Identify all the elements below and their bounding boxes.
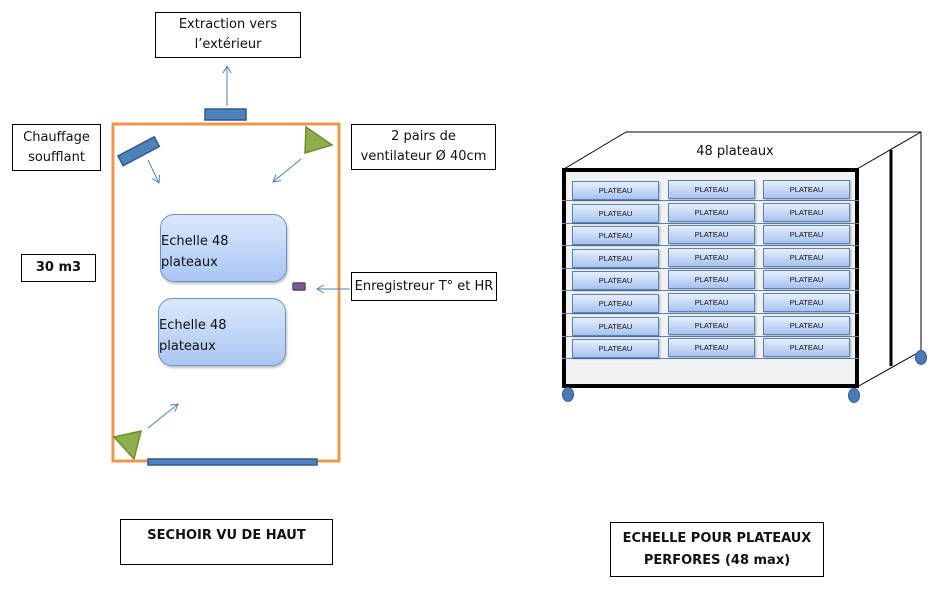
wheel-front-left <box>562 387 574 402</box>
shelf-line <box>562 336 859 337</box>
tray-plateau: PLATEAU <box>572 317 659 336</box>
rack-top-left-edge <box>563 131 627 170</box>
tray-plateau: PLATEAU <box>668 293 755 312</box>
rack-title-line1: ECHELLE POUR PLATEAUX <box>622 530 812 546</box>
fan-bottom-left-icon <box>112 430 143 461</box>
rack-1-line2: plateaux <box>161 254 218 270</box>
fans-label-line1: 2 pairs de <box>391 129 456 144</box>
extraction-label-line2: l’extérieur <box>194 37 262 52</box>
shelf-line <box>562 290 859 291</box>
dryer-title-text: SECHOIR VU DE HAUT <box>147 528 306 543</box>
rack-title-line2: PERFORES (48 max) <box>643 552 791 568</box>
tray-plateau: PLATEAU <box>668 180 755 199</box>
rack-1-line1: Echelle 48 <box>161 233 229 249</box>
tray-plateau: PLATEAU <box>763 270 850 289</box>
shelf-line <box>562 223 859 224</box>
extraction-label-line1: Extraction vers <box>178 17 278 32</box>
shelf-line <box>562 313 859 314</box>
tray-plateau: PLATEAU <box>763 203 850 222</box>
tray-plateau: PLATEAU <box>763 316 850 335</box>
bottom-vent <box>147 458 318 466</box>
rack-2-line1: Echelle 48 <box>159 317 227 333</box>
tray-plateau: PLATEAU <box>572 204 659 223</box>
tray-plateau: PLATEAU <box>763 248 850 267</box>
tray-plateau: PLATEAU <box>572 271 659 290</box>
extraction-label: Extraction vers l’extérieur <box>155 12 301 58</box>
tray-plateau: PLATEAU <box>668 248 755 267</box>
logger-device <box>292 282 306 291</box>
shelf-line <box>562 200 859 201</box>
logger-text: Enregistreur T° et HR <box>354 278 494 294</box>
volume-text: 30 m3 <box>35 260 82 275</box>
tray-plateau: PLATEAU <box>763 180 850 199</box>
tray-plateau: PLATEAU <box>763 225 850 244</box>
extraction-vent <box>204 108 247 121</box>
fan-top-right-icon <box>304 125 334 155</box>
heater-label-line2: soufflant <box>28 149 85 165</box>
rack-2-line2: plateaux <box>159 338 216 354</box>
heater-label-line1: Chauffage <box>23 129 90 145</box>
tray-plateau: PLATEAU <box>668 203 755 222</box>
tray-plateau: PLATEAU <box>763 338 850 357</box>
tray-plateau: PLATEAU <box>572 294 659 313</box>
rack-1: Echelle 48 plateaux <box>160 214 287 282</box>
wheel-front-right <box>848 388 860 403</box>
heater-label: Chauffage soufflant <box>12 124 101 171</box>
tray-plateau: PLATEAU <box>572 181 659 200</box>
fan-top-right-arrow <box>272 158 302 183</box>
tray-plateau: PLATEAU <box>668 270 755 289</box>
wheel-back-right <box>915 350 927 365</box>
fans-label: 2 pairs de ventilateur Ø 40cm <box>351 124 496 170</box>
tray-plateau: PLATEAU <box>763 293 850 312</box>
rack-top-right-edge <box>856 131 922 170</box>
rack-bottom-right-edge <box>856 350 922 388</box>
fans-label-line2: ventilateur Ø 40cm <box>360 149 487 164</box>
tray-plateau: PLATEAU <box>668 338 755 357</box>
shelf-line <box>562 268 859 269</box>
heater-unit <box>116 135 161 167</box>
tray-plateau: PLATEAU <box>572 339 659 358</box>
shelf-line <box>562 245 859 246</box>
tray-plateau: PLATEAU <box>572 226 659 245</box>
dryer-title: SECHOIR VU DE HAUT <box>120 519 333 565</box>
logger-label: Enregistreur T° et HR <box>351 272 497 301</box>
tray-plateau: PLATEAU <box>668 316 755 335</box>
volume-label: 30 m3 <box>21 254 96 282</box>
shelf-line <box>562 358 859 359</box>
heater-arrow <box>147 159 161 184</box>
fan-bottom-left-arrow <box>147 403 179 429</box>
tray-plateau: PLATEAU <box>572 249 659 268</box>
rack-top-label: 48 plateaux <box>696 144 774 159</box>
tray-plateau: PLATEAU <box>668 225 755 244</box>
rack-2: Echelle 48 plateaux <box>158 298 286 366</box>
rack-title: ECHELLE POUR PLATEAUX PERFORES (48 max) <box>610 522 824 577</box>
